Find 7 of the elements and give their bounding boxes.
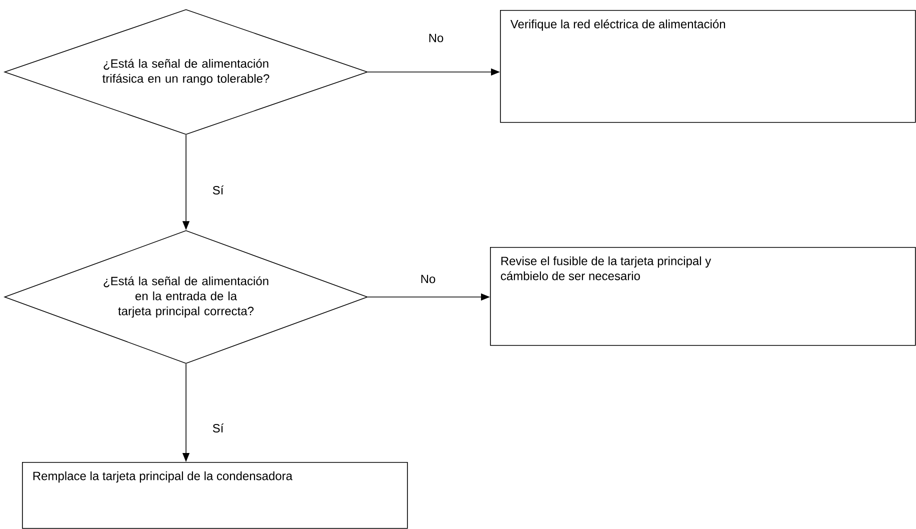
process-box: Revise el fusible de la tarjeta principal y cámbielo de ser necesario (490, 247, 916, 346)
edge-label: No (427, 32, 445, 44)
process-box: Remplace la tarjeta principal de la condensadora (22, 462, 408, 529)
edge-label: No (419, 274, 437, 284)
edge-label: Sí (211, 184, 225, 196)
edge-label: Sí (211, 422, 225, 434)
process-box: Verifique la red eléctrica de alimentación (500, 10, 916, 123)
